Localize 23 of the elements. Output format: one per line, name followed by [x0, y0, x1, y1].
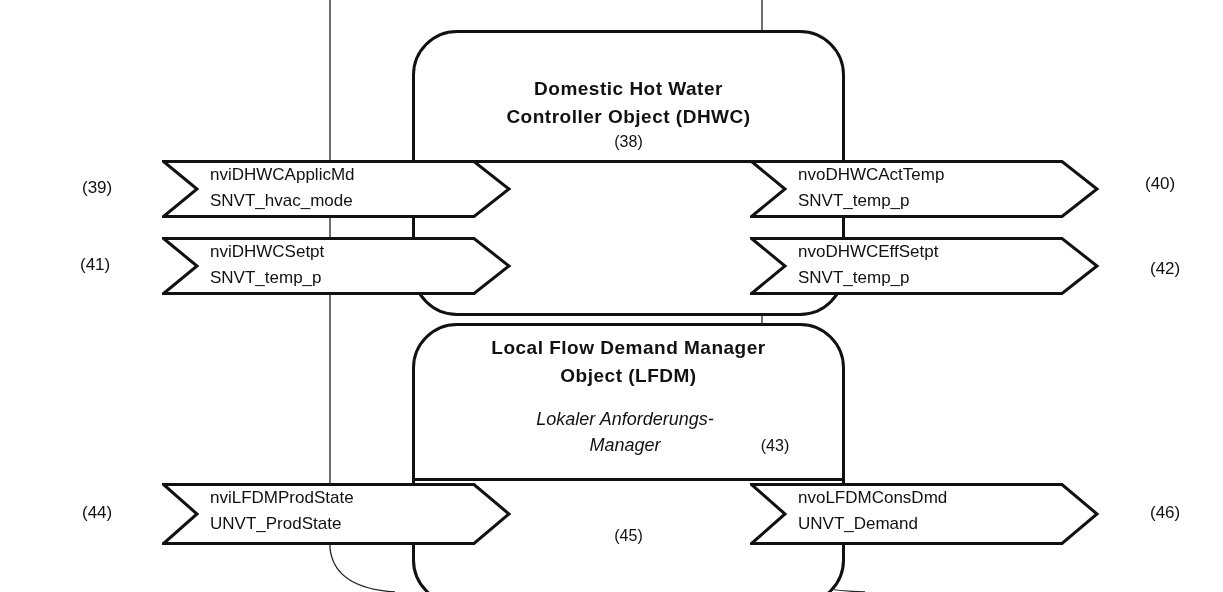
variable-type: SNVT_temp_p	[798, 190, 910, 212]
variable-name: nvoDHWCActTemp	[798, 164, 945, 186]
callout-number: (39)	[82, 178, 113, 198]
variable-type: SNVT_hvac_mode	[210, 190, 353, 212]
callout-number: (46)	[1150, 503, 1181, 523]
variable-type: UNVT_Demand	[798, 513, 918, 535]
german-name: Lokaler Anforderungs- Manager	[535, 408, 715, 458]
callout-number: (43)	[759, 436, 791, 456]
variable-name: nviDHWCApplicMd	[210, 164, 355, 186]
object-title: Local Flow Demand Manager Object (LFDM)	[490, 336, 767, 388]
callout-number: (42)	[1150, 259, 1181, 279]
variable-type: SNVT_temp_p	[798, 267, 910, 289]
object-title: Domestic Hot Water Controller Object (DHWC)	[505, 77, 752, 129]
callout-number: (40)	[1145, 174, 1176, 194]
variable-type: SNVT_temp_p	[210, 267, 322, 289]
variable-name: nviLFDMProdState	[210, 487, 354, 509]
variable-name: nviDHWCSetpt	[210, 241, 325, 263]
variable-name: nvoLFDMConsDmd	[798, 487, 948, 509]
variable-name: nvoDHWCEffSetpt	[798, 241, 939, 263]
callout-number: (38)	[613, 132, 644, 152]
callout-number: (41)	[80, 255, 111, 275]
variable-type: UNVT_ProdState	[210, 513, 342, 535]
callout-number: (44)	[82, 503, 113, 523]
